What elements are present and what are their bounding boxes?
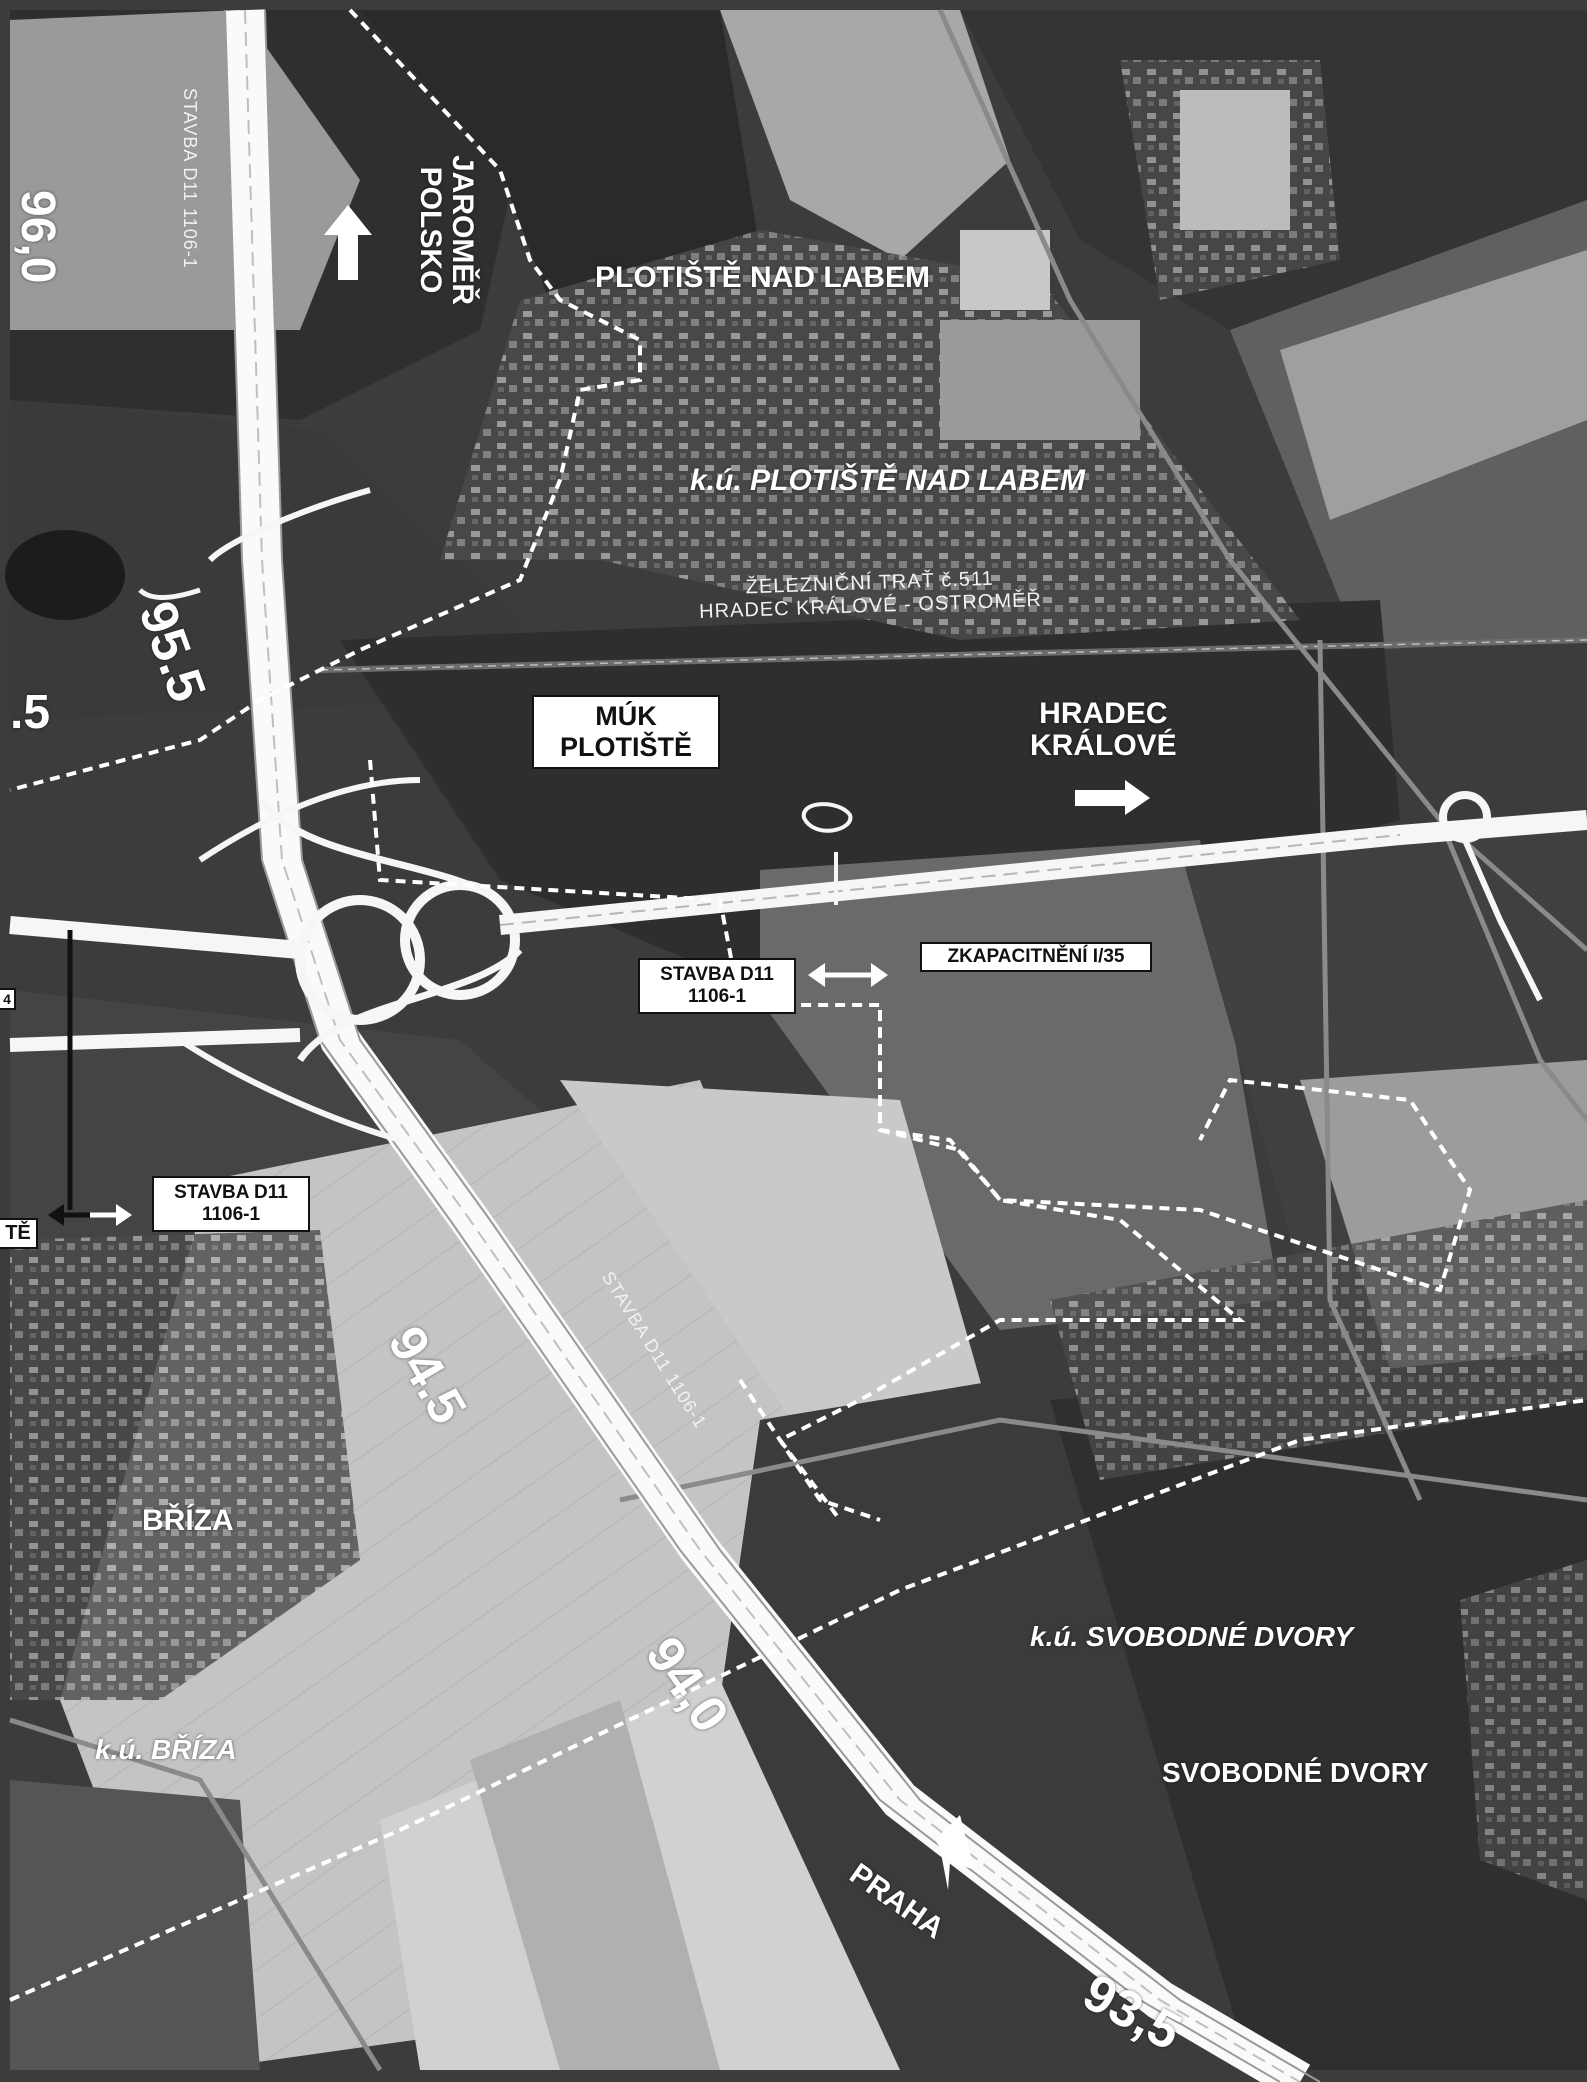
direction-hradec-line2: KRÁLOVÉ bbox=[1030, 728, 1177, 762]
place-ku-svobodne-dvory: k.ú. SVOBODNÉ DVORY bbox=[1030, 1621, 1354, 1652]
stavba-east-line1: STAVBA D11 bbox=[660, 964, 774, 985]
direction-hradec-kralove: HRADEC KRÁLOVÉ bbox=[1030, 698, 1177, 761]
km-mark-96-0: 96,0 bbox=[11, 190, 64, 284]
place-plotiste: PLOTIŠTĚ NAD LABEM bbox=[595, 261, 930, 294]
direction-jaromer-line1: JAROMĚŘ bbox=[446, 155, 479, 306]
stavba-east-line2: 1106-1 bbox=[687, 985, 747, 1007]
place-ku-briza: k.ú. BŘÍZA bbox=[95, 1734, 237, 1765]
motorway-label-north: STAVBA D11 1106-1 bbox=[180, 88, 200, 269]
pond bbox=[5, 530, 125, 620]
muk-line2: PLOTIŠTĚ bbox=[559, 732, 692, 763]
place-briza: BŘÍZA bbox=[142, 1504, 234, 1537]
cropped-label-te: TĚ bbox=[0, 1218, 38, 1249]
direction-hradec-line1: HRADEC bbox=[1039, 697, 1168, 730]
stavba-west-line2: 1106-1 bbox=[201, 1203, 261, 1225]
stavba-box-west[interactable]: STAVBA D11 1106-1 bbox=[152, 1176, 310, 1232]
stavba-west-line1: STAVBA D11 bbox=[174, 1182, 288, 1203]
direction-arrows bbox=[324, 205, 1150, 1890]
settlements bbox=[10, 60, 1587, 1900]
muk-plotiste-box[interactable]: MÚK PLOTIŠTĚ bbox=[532, 695, 720, 770]
stavba-box-east[interactable]: STAVBA D11 1106-1 bbox=[638, 958, 796, 1014]
place-svobodne-dvory: SVOBODNÉ DVORY bbox=[1162, 1757, 1429, 1788]
direction-jaromer-line2: POLSKO bbox=[414, 166, 448, 294]
cropped-label-four: 4 bbox=[0, 988, 16, 1011]
motorway-d11 bbox=[224, 9, 1321, 2082]
local-roads bbox=[9, 8, 1587, 2072]
cadastral-boundary bbox=[9, 8, 1587, 2002]
zkapacitneni-box[interactable]: ZKAPACITNĚNÍ I/35 bbox=[920, 942, 1152, 972]
km-mark-edge: .5 bbox=[10, 686, 51, 739]
muk-line1: MÚK bbox=[595, 701, 657, 731]
left-double-arrow bbox=[48, 1204, 132, 1226]
interchange bbox=[9, 487, 1587, 1143]
direction-jaromer: JAROMĚŘ POLSKO bbox=[414, 155, 480, 306]
place-ku-plotiste: k.ú. PLOTIŠTĚ NAD LABEM bbox=[690, 464, 1086, 497]
